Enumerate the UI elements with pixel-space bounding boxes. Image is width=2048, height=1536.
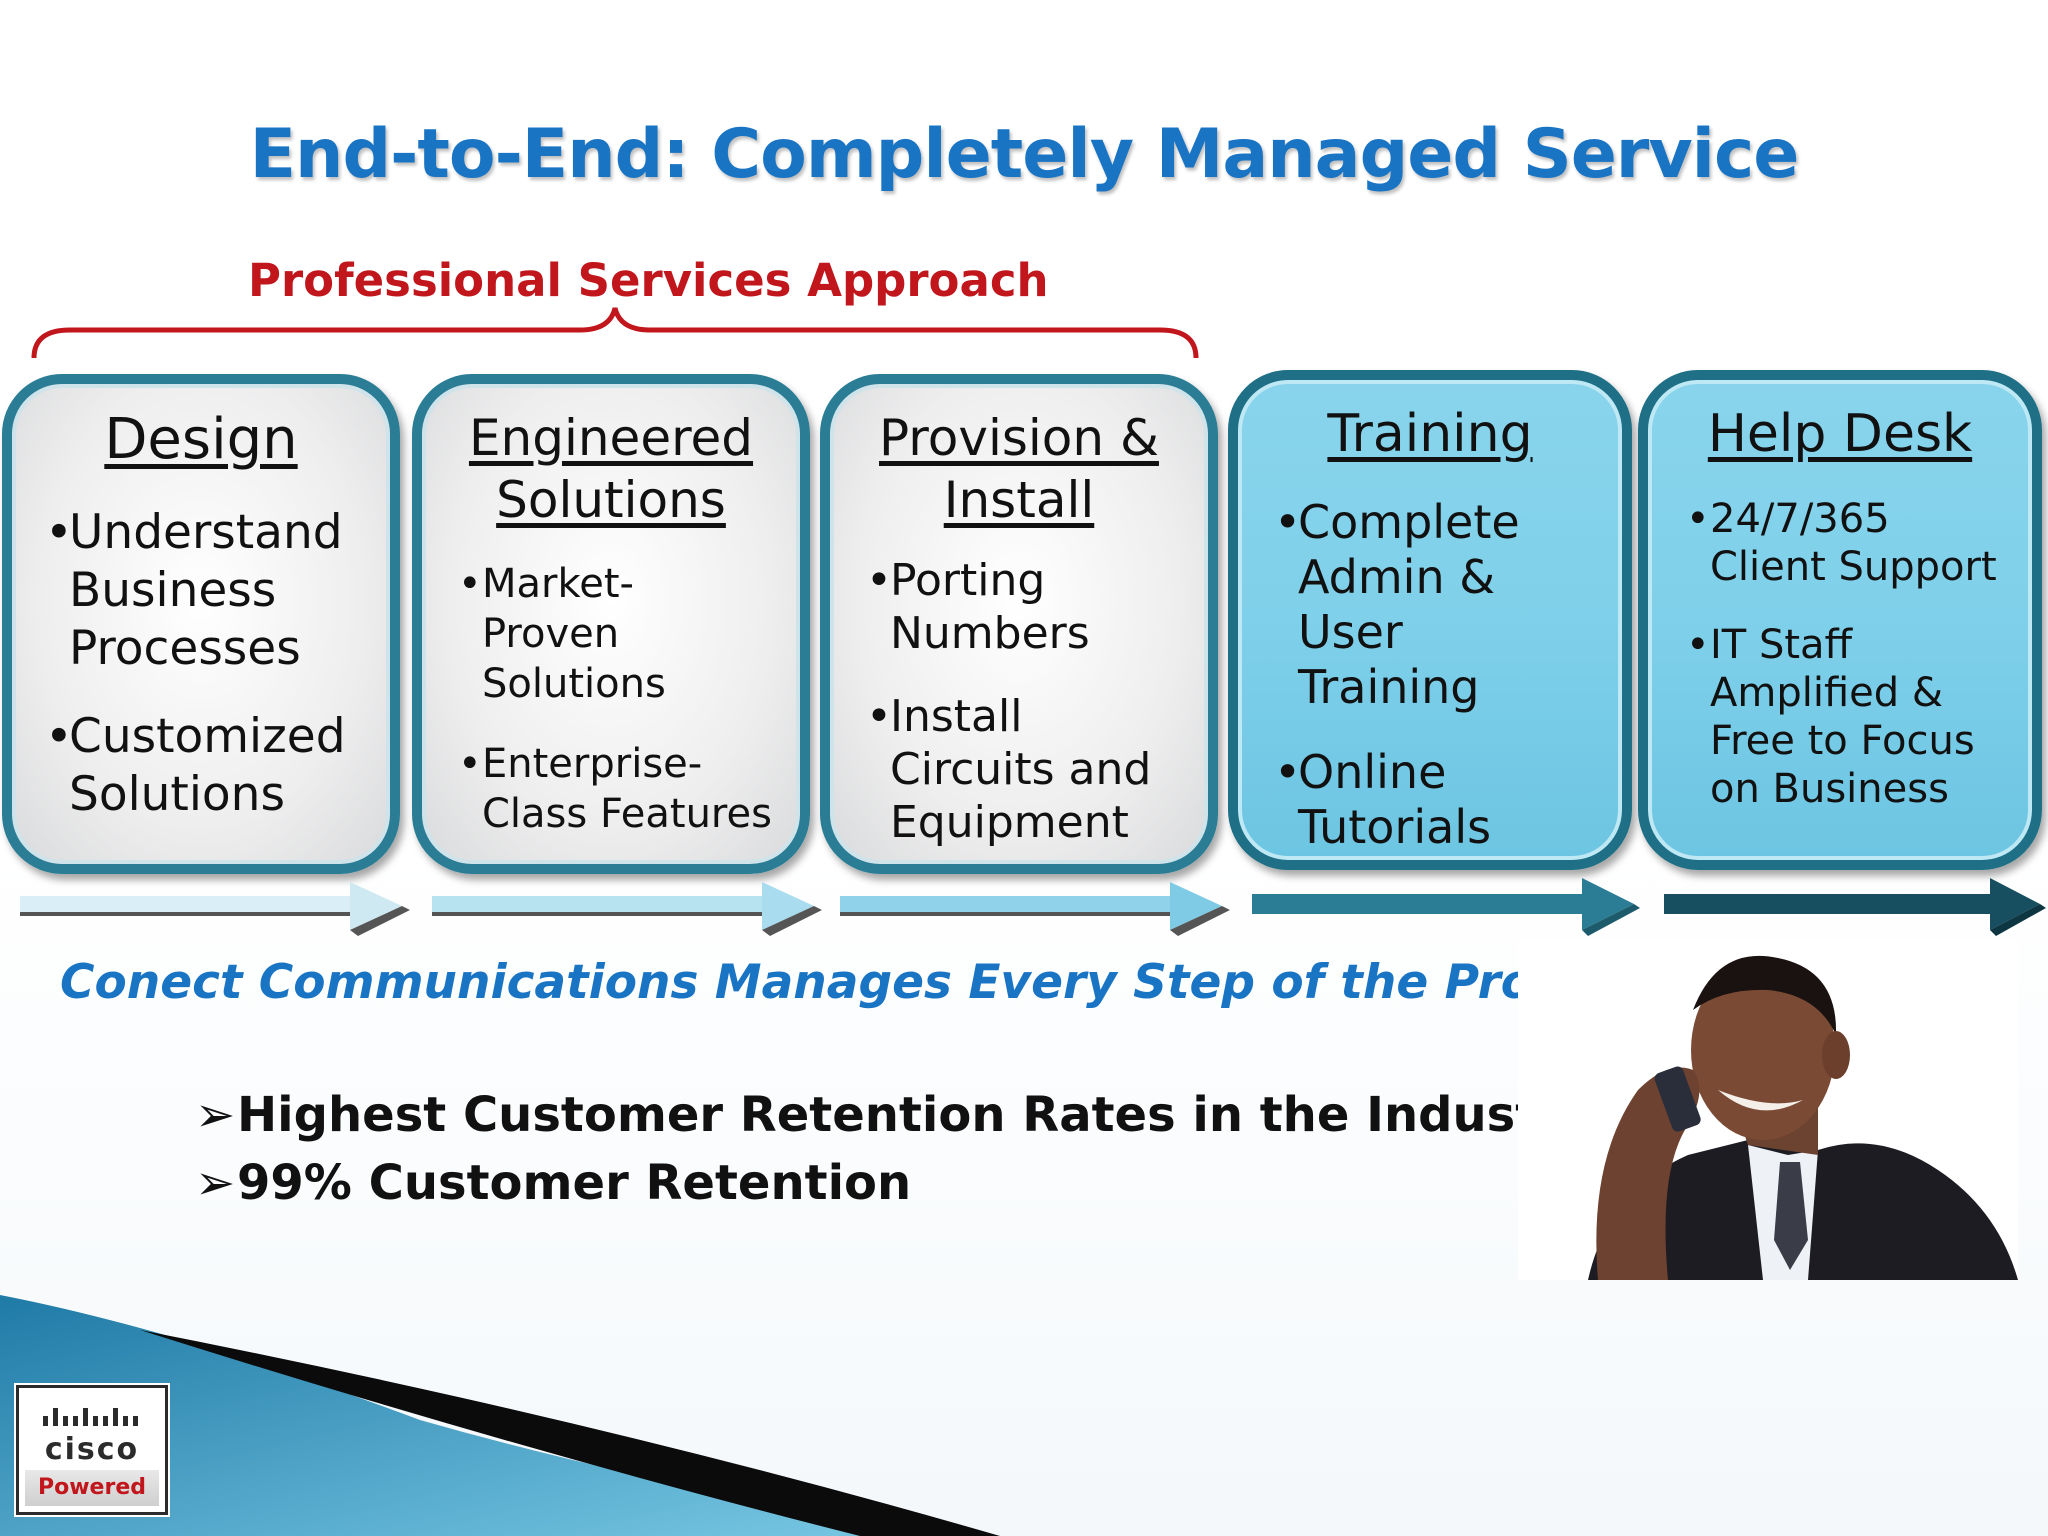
arrow-2: [432, 882, 822, 936]
bullet-item: • Enterprise- Class Features: [458, 741, 772, 837]
step-provision-bullets: • Porting Numbers • Install Circuits and…: [866, 554, 1152, 849]
arrow-bullet-icon: ➢: [195, 1087, 236, 1143]
cisco-bars-icon: [43, 1408, 138, 1426]
arrow-4: [1252, 878, 1640, 936]
step-provision-install: Provision & Install • Porting Numbers • …: [820, 374, 1218, 874]
bullet-item: • Porting Numbers: [866, 555, 1090, 659]
businessman-on-phone-photo: [1518, 940, 2018, 1280]
bullet-item: • 24/7/365 Client Support: [1686, 496, 1997, 590]
bullet-item: • Understand Business Processes: [45, 505, 343, 676]
approach-brace: [31, 307, 1199, 359]
bullet-item: • Install Circuits and Equipment: [866, 691, 1152, 848]
cisco-wordmark: cisco: [44, 1432, 140, 1467]
approach-label: Professional Services Approach: [248, 254, 1049, 307]
step-training: Training • Complete Admin & User Trainin…: [1228, 370, 1632, 870]
bullet-item: • Market- Proven Solutions: [458, 561, 666, 707]
step-design-bullets: • Understand Business Processes • Custom…: [45, 504, 346, 824]
arrow-5: [1664, 878, 2046, 936]
cisco-powered-logo: cisco Powered: [16, 1385, 168, 1515]
step-engineered-title: Engineered Solutions: [468, 409, 754, 529]
step-engineered-bullets: • Market- Proven Solutions • Enterprise-…: [458, 559, 772, 839]
key-point-retention-rates: ➢Highest Customer Retention Rates in the…: [195, 1087, 1594, 1143]
step-training-title: Training: [1327, 404, 1533, 464]
arrow-bullet-icon: ➢: [195, 1155, 236, 1211]
bullet-item: • Complete Admin & User Training: [1274, 495, 1520, 714]
step-engineered-solutions: Engineered Solutions • Market- Proven So…: [412, 374, 810, 874]
bullet-item: • IT Staff Amplified & Free to Focus on …: [1686, 622, 1975, 812]
arrow-1: [20, 882, 410, 936]
tagline: Conect Communications Manages Every Step…: [60, 955, 1649, 1010]
step-help-desk-title: Help Desk: [1707, 404, 1973, 464]
step-design: Design • Understand Business Processes •…: [2, 374, 400, 874]
step-help-desk-bullets: • 24/7/365 Client Support • IT Staff Amp…: [1686, 495, 1997, 813]
step-provision-title: Provision & Install: [879, 409, 1159, 529]
arrow-3: [840, 882, 1230, 936]
step-design-title: Design: [104, 407, 298, 472]
bullet-item: • Customized Solutions: [45, 709, 346, 822]
step-training-bullets: • Complete Admin & User Training • Onlin…: [1274, 495, 1520, 855]
key-point-retention-percent: ➢99% Customer Retention: [195, 1155, 912, 1211]
bullet-item: • Online Tutorials: [1274, 745, 1492, 854]
slide-title: End-to-End: Completely Managed Service: [249, 115, 1800, 194]
powered-label: Powered: [25, 1470, 159, 1506]
step-help-desk: Help Desk • 24/7/365 Client Support • IT…: [1638, 370, 2042, 870]
